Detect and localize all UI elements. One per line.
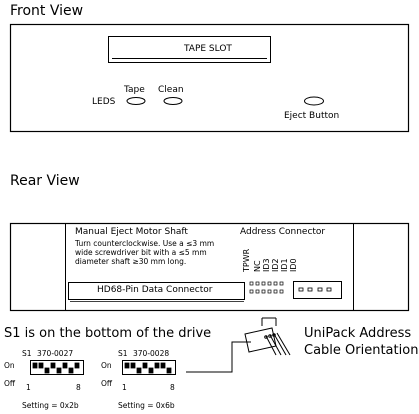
tape-led bbox=[126, 97, 146, 105]
pin-label-tpwr: TPWR bbox=[242, 248, 251, 272]
motor-note-line-3: diameter shaft ≥30 mm long. bbox=[75, 257, 187, 266]
pin-label-id3: ID3 bbox=[262, 258, 271, 272]
unipack-line-1: UniPack Address bbox=[304, 326, 412, 341]
hd68-connector-shape bbox=[68, 282, 245, 300]
front-view-title: Front View bbox=[10, 3, 84, 19]
right-switch-high: 8 bbox=[170, 383, 175, 392]
right-on-label: On bbox=[101, 361, 112, 370]
left-switch-high: 8 bbox=[76, 383, 81, 392]
pin-label-nc: NC bbox=[253, 260, 262, 272]
right-switch-setting: Setting = 0x6b bbox=[118, 401, 175, 410]
left-off-label: Off bbox=[4, 379, 16, 388]
left-switch-part: 370-0027 bbox=[37, 349, 74, 358]
rear-view-title: Rear View bbox=[10, 173, 80, 189]
tape-led-label: Tape bbox=[124, 85, 145, 95]
left-on-label: On bbox=[4, 361, 15, 370]
motor-note-line-2: wide screwdriver bit with a ≤5 mm bbox=[75, 248, 207, 257]
eject-button-shape bbox=[304, 96, 324, 106]
power-connector bbox=[293, 281, 342, 299]
hd68-connector-label: HD68-Pin Data Connector bbox=[97, 285, 213, 295]
address-pin-grid bbox=[249, 281, 284, 294]
pin-label-id1: ID1 bbox=[280, 258, 289, 272]
tape-slot-label: TAPE SLOT bbox=[184, 44, 232, 54]
left-switch-setting: Setting = 0x2b bbox=[22, 401, 79, 410]
dip-switch-right bbox=[122, 360, 176, 375]
right-off-label: Off bbox=[101, 379, 113, 388]
front-panel bbox=[9, 23, 410, 133]
motor-shaft-title: Manual Eject Motor Shaft bbox=[75, 227, 188, 237]
pin-label-id0: ID0 bbox=[289, 258, 298, 272]
unipack-line-2: Cable Orientation bbox=[304, 343, 419, 358]
clean-led-label: Clean bbox=[158, 85, 184, 95]
tape-slot bbox=[108, 36, 271, 63]
right-switch-part: 370-0028 bbox=[133, 349, 170, 358]
eject-button-label: Eject Button bbox=[284, 111, 340, 121]
s1-location-note: S1 is on the bottom of the drive bbox=[4, 326, 212, 341]
left-switch-low: 1 bbox=[26, 383, 31, 392]
left-switch-name: S1 bbox=[22, 349, 32, 358]
leds-label: LEDS bbox=[92, 97, 116, 107]
right-switch-name: S1 bbox=[118, 349, 128, 358]
address-connector-label: Address Connector bbox=[240, 227, 326, 237]
pin-label-id2: ID2 bbox=[271, 258, 280, 272]
leader-line bbox=[186, 341, 251, 373]
unipack-connector-shape bbox=[244, 317, 291, 356]
rear-panel bbox=[9, 222, 410, 312]
dip-switch-left bbox=[30, 360, 84, 375]
clean-led bbox=[163, 97, 183, 105]
right-switch-low: 1 bbox=[122, 383, 127, 392]
motor-note-line-1: Turn counterclockwise. Use a ≤3 mm bbox=[75, 239, 215, 248]
